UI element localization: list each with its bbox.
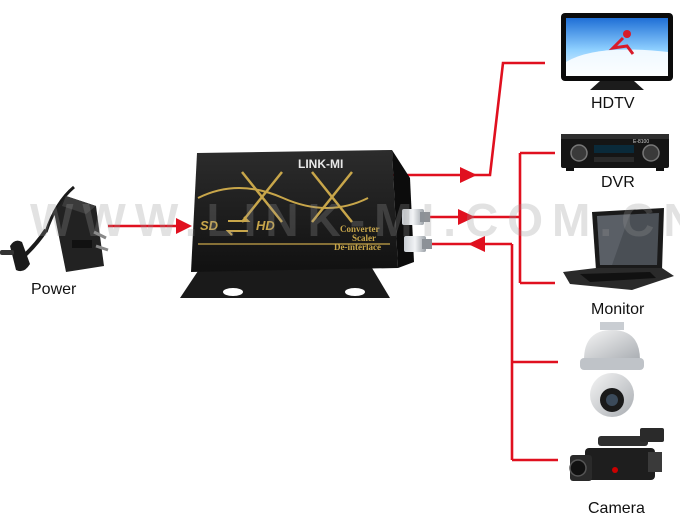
ptz-camera-icon	[580, 322, 644, 417]
bnc-input-connector	[404, 236, 432, 252]
label-camera: Camera	[588, 500, 645, 517]
convert-arrows-icon	[225, 216, 251, 236]
device-badge-sd: SD	[200, 218, 219, 233]
bnc-output-connector	[402, 209, 430, 225]
feature-converter: Converter	[340, 224, 379, 234]
tv-icon	[561, 13, 673, 90]
connection-lines	[108, 61, 558, 462]
laptop-icon	[563, 208, 674, 290]
converter-device: LINK-MI SD HD Converter Scaler De-interl…	[180, 150, 432, 298]
label-hdtv: HDTV	[591, 95, 635, 112]
label-power: Power	[31, 281, 77, 298]
device-labels: Power HDTV DVR Monitor Camera	[31, 95, 645, 517]
power-adapter-icon	[0, 185, 109, 272]
arrow-right-icon	[460, 167, 477, 183]
feature-scaler: Scaler	[352, 233, 376, 243]
label-monitor: Monitor	[591, 301, 645, 318]
arrow-right-icon	[176, 218, 192, 234]
camcorder-icon	[569, 428, 664, 481]
device-to-hdtv-line	[393, 61, 545, 177]
arrow-right-icon	[458, 209, 475, 225]
device-brand: LINK-MI	[298, 157, 343, 171]
feature-deinterlace: De-interlace	[334, 242, 381, 252]
device-badge-hd: HD	[256, 218, 275, 233]
arrow-left-icon	[468, 236, 485, 252]
dvr-icon: E-8100	[561, 134, 669, 171]
dvr-panel-text: E-8100	[633, 139, 649, 145]
label-dvr: DVR	[601, 174, 635, 191]
